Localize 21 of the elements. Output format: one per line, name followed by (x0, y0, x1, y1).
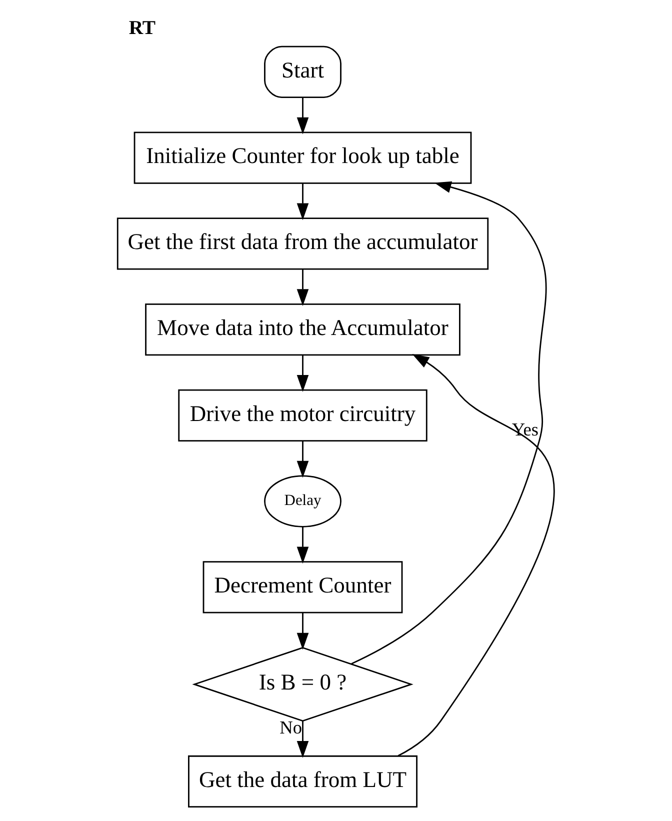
arrow (296, 97, 309, 134)
node-box: Initialize Counter for look up table (134, 132, 472, 184)
arrow (296, 721, 309, 758)
node-ellipse: Delay (264, 475, 342, 528)
arrow (398, 354, 554, 756)
arrow (296, 269, 309, 306)
node-box: Start (264, 46, 342, 98)
node-box: Move data into the Accumulator (145, 304, 460, 356)
node-box: Decrement Counter (202, 561, 403, 614)
edge-label: Yes (512, 420, 538, 440)
node-box: Get the data from LUT (188, 755, 418, 808)
arrow (296, 440, 309, 478)
diagram-title: RT (128, 17, 156, 40)
arrow (296, 612, 309, 650)
node-box: Drive the motor circuitry (178, 389, 428, 442)
arrow (296, 183, 309, 220)
arrow (351, 181, 547, 664)
arrow (296, 526, 309, 564)
node-diamond: Is B = 0 ? (192, 646, 414, 722)
arrow (296, 355, 309, 392)
node-box: Get the first data from the accumulator (116, 218, 489, 270)
